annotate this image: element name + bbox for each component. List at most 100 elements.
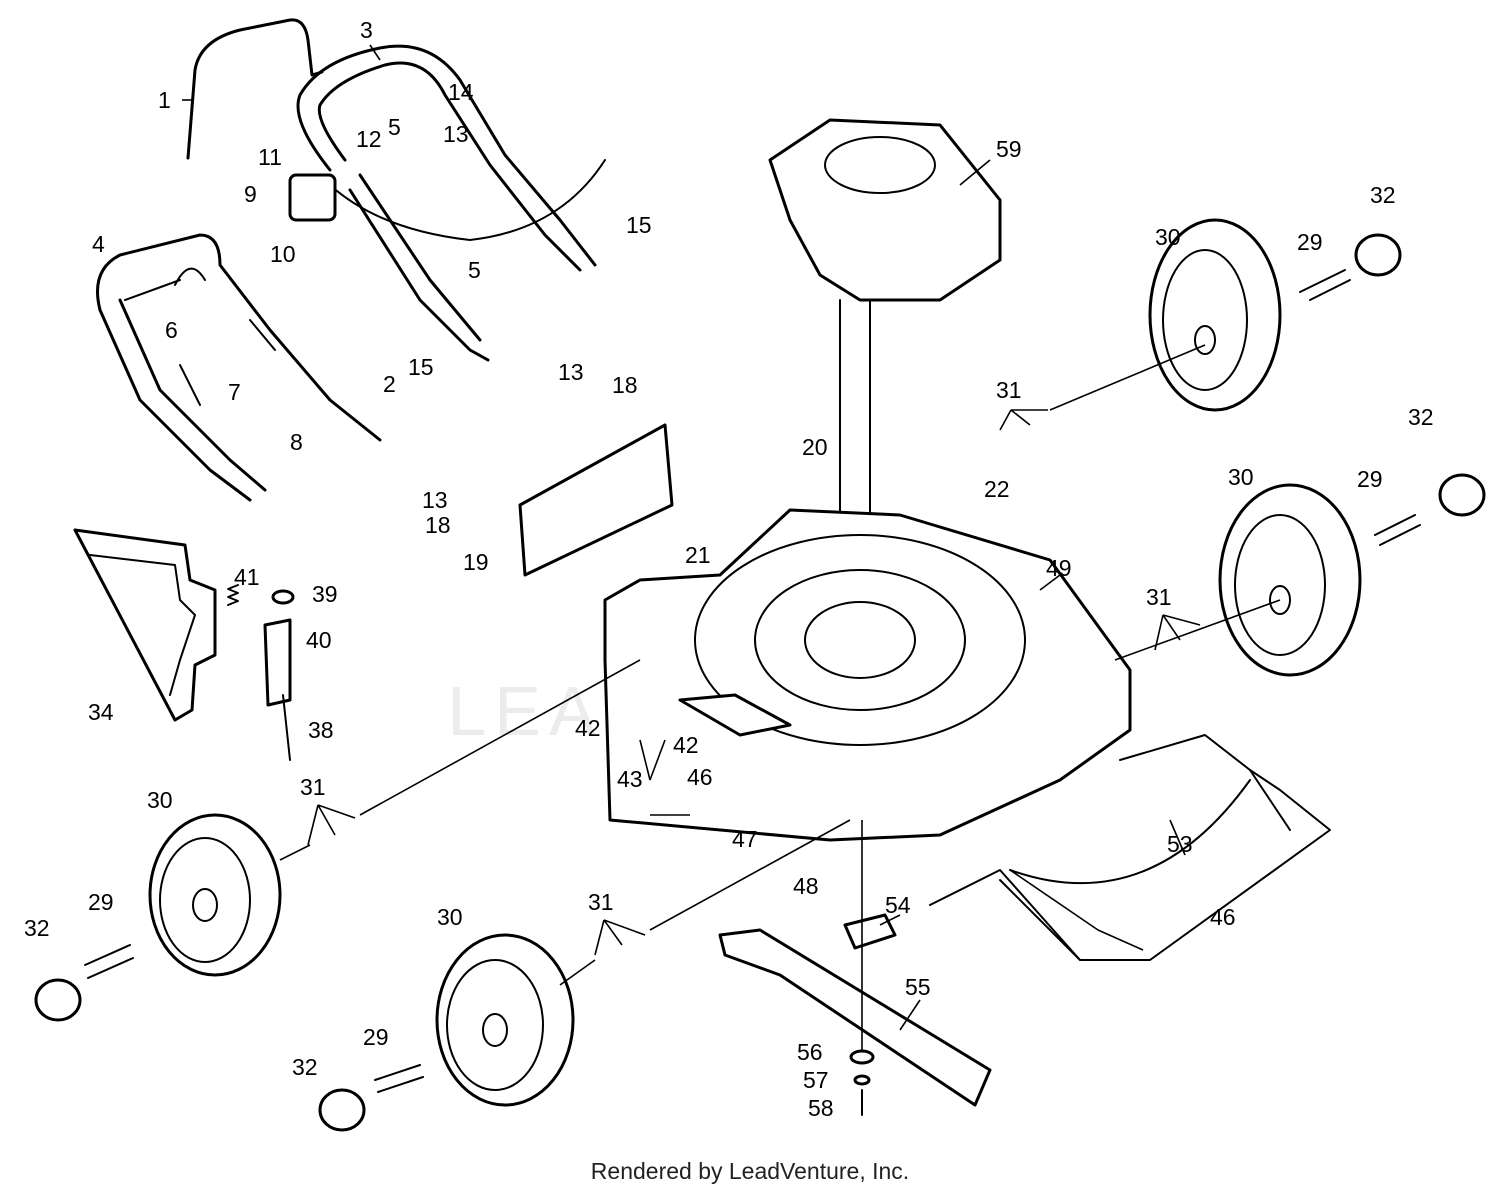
hub-cap-shape (34, 978, 82, 1022)
lower-handle-arm-shape (98, 308, 252, 502)
callout-baffle-bolt: 47 (732, 826, 758, 852)
height-adjuster-shape (678, 693, 792, 737)
callout-wheel-rl: 30 (147, 787, 173, 813)
callout-engine: 59 (996, 136, 1022, 162)
callout-upper-handle: 3 (360, 17, 373, 43)
callout-knob-lower: 15 (408, 354, 434, 380)
callout-spacer-left: 42 (575, 715, 601, 741)
rear-baffle-shape (999, 769, 1291, 961)
callout-leaders (182, 44, 1201, 1031)
hinge-bracket-shape (263, 618, 292, 707)
rear-shield-shape (518, 423, 674, 577)
callout-grass-bag-frame: 34 (88, 699, 114, 725)
handle-lower-shape (348, 188, 490, 362)
callout-blade-washer: 56 (797, 1039, 823, 1065)
callout-washers-fr: 31 (1146, 584, 1172, 610)
cap-shape (271, 589, 295, 605)
lock-washer-shape (853, 1074, 871, 1086)
callout-washers-rl: 31 (300, 774, 326, 800)
upper-handle-inner-shape (317, 61, 582, 272)
deck-chamber-outer-shape (694, 534, 1026, 746)
deck-chamber-ring-shape (754, 569, 966, 711)
wheel-bolt-shape (84, 944, 134, 979)
callout-deck-bracket: 20 (802, 434, 828, 460)
callout-bolt-shield-upper: 13 (558, 359, 584, 385)
wheel-bolt-shape (1374, 514, 1421, 546)
blade-shape (718, 928, 992, 1107)
axle-line-shape (649, 819, 851, 931)
axle-line-shape (559, 959, 596, 986)
wheel-bolt-shape (1299, 269, 1351, 301)
callout-hub-cap-fl: 32 (292, 1054, 318, 1080)
callout-knob-upper: 15 (626, 212, 652, 238)
front-left-wheel-shape (435, 933, 575, 1107)
baffle-outline-shape (929, 734, 1331, 961)
callout-spacer-right: 42 (673, 732, 699, 758)
callout-rear-shield: 19 (463, 549, 489, 575)
callout-wheel-bolt-rr: 29 (1297, 229, 1323, 255)
callout-wheel-bolt-rl: 29 (88, 889, 114, 915)
callout-washers-fl: 31 (588, 889, 614, 915)
handle-lower-inner-shape (358, 173, 482, 342)
callout-nut-upper: 5 (388, 114, 401, 140)
callout-hinge-rod: 38 (308, 717, 334, 743)
bail-handle-shape (186, 18, 324, 160)
control-cable-shape (329, 159, 606, 241)
callout-nut-baffle: 46 (1210, 904, 1236, 930)
lower-handle-shape (96, 233, 382, 442)
callout-wheel-bolt-fl: 29 (363, 1024, 389, 1050)
rear-right-wheel-shape (1148, 218, 1282, 412)
axle-line-shape (1114, 599, 1281, 661)
upper-handle-shape (296, 44, 597, 267)
callout-lower-handle: 4 (92, 231, 105, 257)
engine-shape (768, 118, 1002, 302)
callout-bail-handle: 1 (158, 87, 171, 113)
callout-hub-cap-rl: 32 (24, 915, 50, 941)
callout-blade-bolt: 58 (808, 1095, 834, 1121)
callout-wheel-bolt-fr: 29 (1357, 466, 1383, 492)
callout-shield-bracket-upper: 18 (612, 372, 638, 398)
callout-adjuster-bolt: 43 (617, 766, 643, 792)
callout-bolt-handle: 13 (443, 121, 469, 147)
blade-washer-shape (849, 1049, 875, 1065)
callout-pivot-bracket: 21 (685, 542, 711, 568)
callout-mower-deck: 49 (1046, 555, 1072, 581)
callout-bolt-shield-lower: 13 (422, 487, 448, 513)
callout-lock-washer: 57 (803, 1067, 829, 1093)
front-right-wheel-shape (1218, 483, 1362, 677)
engine-flywheel-shape (824, 136, 936, 194)
grass-bag-inner-shape (89, 554, 196, 696)
callout-cap: 39 (312, 581, 338, 607)
hub-cap-shape (318, 1088, 366, 1132)
callout-nut-lower: 5 (468, 257, 481, 283)
callout-wheel-rr: 30 (1155, 224, 1181, 250)
callout-engine-control: 11 (258, 144, 282, 170)
engine-control-shape (288, 173, 337, 222)
callout-hub-cap-rr: 32 (1370, 182, 1396, 208)
callout-wheel-fl: 30 (437, 904, 463, 930)
callout-blade-adapter: 54 (885, 892, 911, 918)
footer-credit: Rendered by LeadVenture, Inc. (590, 1158, 910, 1184)
callout-hinge-bracket: 40 (306, 627, 332, 653)
rear-left-wheel-shape (148, 813, 282, 977)
callout-screw: 9 (244, 181, 257, 207)
callout-nut-deck: 46 (687, 764, 713, 790)
callout-hair-pin: 8 (290, 429, 303, 455)
part-drawings (34, 18, 1486, 1132)
mower-deck-shape (603, 508, 1132, 842)
hinge-rod-shape (282, 694, 291, 761)
hub-cap-shape (1354, 233, 1402, 277)
callout-wheel-fr: 30 (1228, 464, 1254, 490)
callout-clip: 12 (356, 126, 382, 152)
callout-washers-rr: 31 (996, 377, 1022, 403)
callout-handle-bracket: 14 (448, 79, 474, 105)
callout-handle-knob: 6 (165, 317, 178, 343)
callout-hub-cap-fr: 32 (1408, 404, 1434, 430)
handle-bolt-shape (179, 319, 276, 406)
hub-cap-shape (1438, 473, 1486, 517)
callout-handle-bolt: 7 (228, 379, 241, 405)
handle-knob-shape (124, 267, 206, 301)
callout-shield-bracket-lower: 18 (425, 512, 451, 538)
part-callouts: 1 2 3 4 5 5 6 7 8 9 10 11 12 13 13 13 14… (24, 17, 1434, 1121)
